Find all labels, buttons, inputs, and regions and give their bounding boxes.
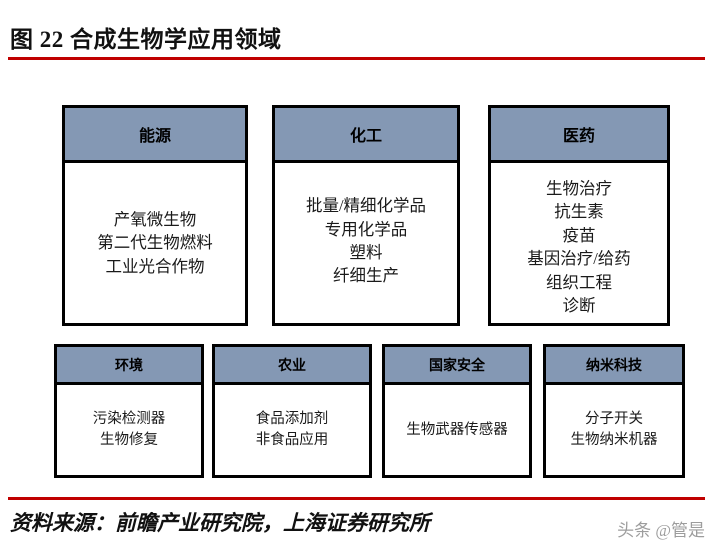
category-body-chemical: 批量/精细化学品 专用化学品 塑料 纤细生产 bbox=[275, 163, 457, 323]
category-body-nanotechnology: 分子开关 生物纳米机器 bbox=[546, 385, 682, 475]
category-item: 产氧微生物 bbox=[113, 209, 197, 229]
category-item: 第二代生物燃料 bbox=[97, 233, 213, 253]
category-header-national-security: 国家安全 bbox=[385, 347, 529, 385]
category-body-agriculture: 食品添加剂 非食品应用 bbox=[215, 385, 369, 475]
category-header-medicine: 医药 bbox=[491, 108, 667, 163]
category-box-medicine[interactable]: 医药 生物治疗 抗生素 疫苗 基因治疗/给药 组织工程 诊断 bbox=[488, 105, 670, 326]
title-divider-rule bbox=[8, 57, 705, 60]
source-note: 资料来源：前瞻产业研究院，上海证券研究所 bbox=[10, 511, 430, 535]
category-box-environment[interactable]: 环境 污染检测器 生物修复 bbox=[54, 344, 204, 478]
category-header-chemical: 化工 bbox=[275, 108, 457, 163]
category-item: 分子开关 bbox=[585, 411, 643, 428]
category-box-energy[interactable]: 能源 产氧微生物 第二代生物燃料 工业光合作物 bbox=[62, 105, 248, 326]
category-item: 基因治疗/给药 bbox=[527, 249, 631, 269]
category-item: 专用化学品 bbox=[324, 219, 408, 239]
category-item: 疫苗 bbox=[562, 225, 596, 245]
category-header-nanotechnology: 纳米科技 bbox=[546, 347, 682, 385]
category-header-environment: 环境 bbox=[57, 347, 201, 385]
category-item: 组织工程 bbox=[546, 272, 612, 292]
category-item: 污染检测器 bbox=[92, 411, 166, 428]
category-body-national-security: 生物武器传感器 bbox=[385, 385, 529, 475]
category-item: 非食品应用 bbox=[255, 432, 329, 448]
category-body-medicine: 生物治疗 抗生素 疫苗 基因治疗/给药 组织工程 诊断 bbox=[491, 163, 667, 323]
category-item: 生物武器传感器 bbox=[406, 421, 508, 438]
category-item: 诊断 bbox=[562, 296, 596, 316]
category-header-agriculture: 农业 bbox=[215, 347, 369, 385]
watermark: 头条 @管是 bbox=[617, 516, 705, 541]
category-item: 塑料 bbox=[349, 243, 383, 262]
category-item: 生物治疗 bbox=[546, 179, 612, 198]
category-item: 抗生素 bbox=[554, 202, 604, 222]
page-title: 图 22 合成生物学应用领域 bbox=[10, 27, 282, 52]
category-item: 生物修复 bbox=[100, 432, 158, 448]
footer-divider-rule bbox=[8, 497, 705, 500]
category-header-energy: 能源 bbox=[65, 108, 245, 163]
category-item: 工业光合作物 bbox=[105, 256, 205, 276]
category-body-energy: 产氧微生物 第二代生物燃料 工业光合作物 bbox=[65, 163, 245, 323]
category-box-chemical[interactable]: 化工 批量/精细化学品 专用化学品 塑料 纤细生产 bbox=[272, 105, 460, 326]
category-item: 食品添加剂 bbox=[255, 411, 329, 428]
category-box-nanotechnology[interactable]: 纳米科技 分子开关 生物纳米机器 bbox=[543, 344, 685, 478]
category-box-agriculture[interactable]: 农业 食品添加剂 非食品应用 bbox=[212, 344, 372, 478]
category-box-national-security[interactable]: 国家安全 生物武器传感器 bbox=[382, 344, 532, 478]
category-item: 生物纳米机器 bbox=[570, 432, 658, 448]
category-item: 批量/精细化学品 bbox=[305, 196, 427, 216]
category-body-environment: 污染检测器 生物修复 bbox=[57, 385, 201, 475]
watermark-label: 头条 @管是 bbox=[617, 521, 705, 540]
category-item: 纤细生产 bbox=[333, 266, 399, 286]
